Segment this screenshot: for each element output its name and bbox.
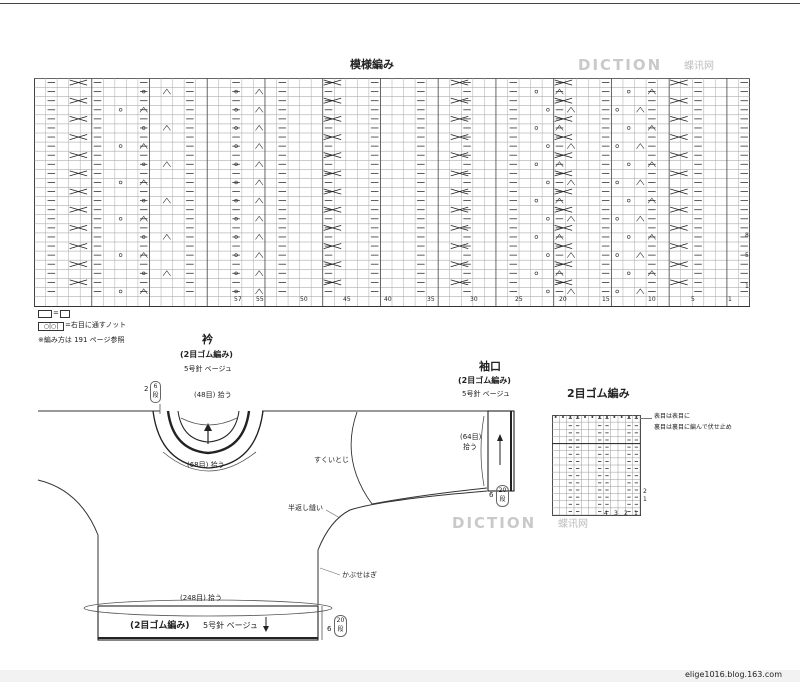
watermark-brand: DICTION: [578, 56, 663, 74]
collar-pickup-top: (48目) 拾う: [194, 391, 232, 399]
col-number: 10: [648, 296, 656, 303]
rib-chart: [552, 415, 641, 516]
rib-col-numbers: 4 3 2 1: [602, 511, 652, 519]
rib-legend-leader: [640, 418, 652, 419]
legend-equals: =: [53, 309, 59, 317]
collar-height-rows-value: 6: [153, 383, 158, 390]
hem-height-rows-value: 20: [336, 617, 345, 624]
collar-height: 2: [144, 385, 149, 393]
collar-height-rows-unit: 段: [152, 392, 159, 399]
note-sukui: すくいとじ: [314, 456, 349, 464]
watermark-cn: 蝶讯网: [684, 61, 714, 72]
watermark-cn-lower: 蝶讯网: [558, 519, 588, 530]
cuff-needle: 5号針 ベージュ: [462, 390, 511, 398]
col-number: 50: [300, 296, 308, 303]
col-number: 25: [515, 296, 523, 303]
rib-col-number: 4: [604, 510, 608, 517]
footer-url: elige1016.blog.163.com: [685, 670, 782, 679]
pattern-col-numbers: 57 55 50 45 40 35 30 25 20 15 10 5 1: [34, 296, 750, 306]
collar-title: 衿: [202, 333, 213, 346]
rib-col-number: 3: [614, 510, 618, 517]
row-number: 5: [745, 252, 749, 259]
hem-pickup: (248目) 拾う: [180, 594, 223, 602]
col-number: 1: [728, 296, 732, 303]
col-number: 40: [384, 296, 392, 303]
footer-bar: [0, 670, 800, 682]
row-number: 1: [745, 283, 749, 290]
collar-height-rows: 6 段: [150, 381, 161, 403]
legend-knot-symbol: ○|○|: [38, 322, 64, 331]
legend: = ○|○| =右目に通すノット ※編み方は 191 ページ参照: [38, 309, 338, 349]
hem-height-rows-unit: 段: [337, 626, 344, 633]
rib-col-number: 1: [634, 510, 638, 517]
col-number: 5: [691, 296, 695, 303]
legend-note: ※編み方は 191 ページ参照: [38, 336, 125, 344]
col-number: 20: [559, 296, 567, 303]
cuff-height-rows-unit: 段: [499, 496, 506, 503]
col-number: 55: [256, 296, 264, 303]
watermark-brand-lower: DICTION: [452, 514, 537, 532]
note-hangaeshi: 半返し縫い: [288, 504, 323, 512]
cuff-height-rows-value: 20: [498, 487, 507, 494]
col-number: 35: [427, 296, 435, 303]
cuff-subtitle: (2目ゴム編み): [458, 376, 511, 385]
note-kabuse: かぶせはぎ: [342, 571, 377, 579]
cuff-height-rows: 20 段: [496, 485, 509, 507]
legend-purl-box: [60, 310, 70, 318]
legend-knot-text: =右目に通すノット: [65, 321, 127, 329]
hem-needle: 5号針 ベージュ: [203, 621, 258, 630]
collar-pickup-bottom: (68目) 拾う: [187, 461, 225, 469]
rib-chart-title: 2目ゴム編み: [567, 387, 630, 400]
collar-subtitle: (2目ゴム編み): [180, 350, 233, 359]
col-number: 30: [470, 296, 478, 303]
cuff-pickup: (64目): [460, 433, 482, 441]
row-number: 8: [745, 232, 749, 239]
rib-legend-2: 裏目は裏目に編んで伏せ止め: [654, 424, 732, 431]
rib-col-number: 2: [624, 510, 628, 517]
col-number: 15: [602, 296, 610, 303]
hem-height: 6: [327, 625, 332, 633]
garment-diagram: [37, 404, 515, 641]
cuff-title: 袖口: [479, 360, 501, 373]
collar-needle: 5号針 ベージュ: [184, 365, 233, 373]
pattern-chart: [34, 78, 750, 307]
rib-row-number: 1: [643, 496, 647, 503]
col-number: 45: [343, 296, 351, 303]
top-rule: [0, 3, 800, 4]
rib-row-number: 2: [643, 488, 647, 495]
legend-empty-box: [38, 310, 52, 318]
cuff-height: 6: [489, 491, 494, 499]
rib-legend-1: 表目は表目に: [654, 413, 691, 420]
pattern-chart-title: 模様編み: [350, 58, 394, 71]
hem-label: (2目ゴム編み): [130, 621, 190, 631]
hem-height-rows: 20 段: [334, 615, 347, 637]
cuff-pickup-2: 拾う: [463, 443, 477, 451]
col-number: 57: [234, 296, 242, 303]
